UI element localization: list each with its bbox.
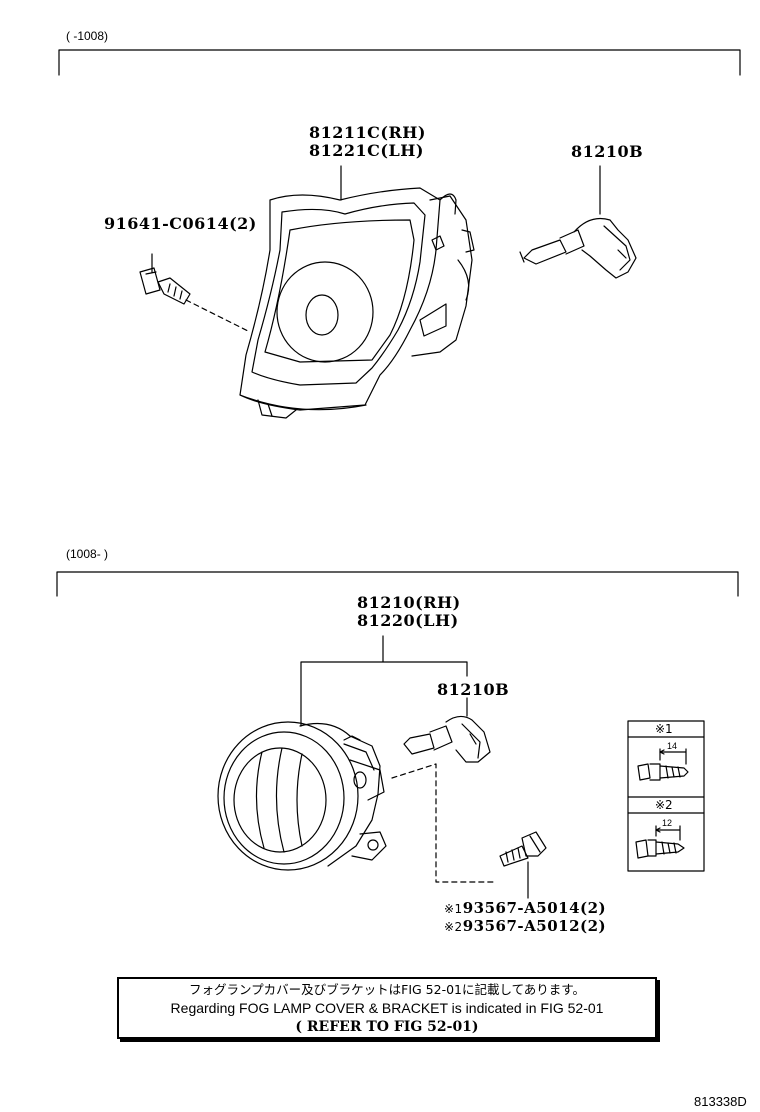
- screw-part-number-1: ※193567-A5014(2): [444, 899, 606, 917]
- lower-bulb-part-number: 81210B: [437, 680, 510, 699]
- section-2-bracket: [56, 571, 739, 597]
- lower-lamp-leader: [300, 635, 468, 727]
- lower-lamp-part-number: 81210(RH) 81220(LH): [357, 594, 461, 630]
- inset-dimension-2: 12: [662, 818, 673, 828]
- section-1-range: ( -1008): [66, 29, 109, 43]
- upper-fog-lamp-drawing: [239, 165, 475, 419]
- screw-number-1: 93567-A5014(2): [462, 899, 607, 917]
- upper-bulb-drawing: [519, 165, 637, 279]
- lower-lamp-part-lh: 81220(LH): [357, 611, 459, 630]
- upper-lamp-part-number: 81211C(RH) 81221C(LH): [309, 124, 426, 160]
- upper-bolt-part-number: 91641-C0614(2): [104, 214, 257, 233]
- lower-lamp-part-rh: 81210(RH): [357, 593, 461, 612]
- reference-note-box: フォグランプカバー及びブラケットはFIG 52-01に記載してあります。 Reg…: [117, 977, 657, 1039]
- upper-lamp-part-rh: 81211C(RH): [309, 123, 426, 142]
- screw-mark-1: ※1: [444, 902, 463, 916]
- lower-screw-drawing: [499, 831, 547, 867]
- screw-leader: [391, 763, 497, 883]
- note-english: Regarding FOG LAMP COVER & BRACKET is in…: [170, 1000, 604, 1016]
- note-refer: ( REFER TO FIG 52-01): [295, 1019, 479, 1035]
- upper-bulb-part-number: 81210B: [571, 142, 644, 161]
- note-japanese: フォグランプカバー及びブラケットはFIG 52-01に記載してあります。: [189, 982, 585, 997]
- screw-number-2: 93567-A5012(2): [462, 917, 607, 935]
- figure-id: 813338D: [694, 1094, 747, 1109]
- screw-part-number-2: ※293567-A5012(2): [444, 917, 606, 935]
- bolt-leader: [185, 299, 251, 333]
- lower-fog-lamp-drawing: [217, 721, 387, 871]
- upper-bolt-drawing: [139, 253, 191, 305]
- inset-label-1: ※1: [655, 722, 673, 736]
- screw-mark-2: ※2: [444, 920, 463, 934]
- lower-bulb-drawing: [403, 697, 491, 763]
- upper-lamp-part-lh: 81221C(LH): [309, 141, 424, 160]
- inset-label-2: ※2: [655, 798, 673, 812]
- section-1-bracket: [58, 49, 741, 76]
- inset-dimension-1: 14: [667, 741, 678, 751]
- section-2-range: (1008- ): [66, 547, 109, 561]
- screw-detail-inset: [627, 720, 705, 872]
